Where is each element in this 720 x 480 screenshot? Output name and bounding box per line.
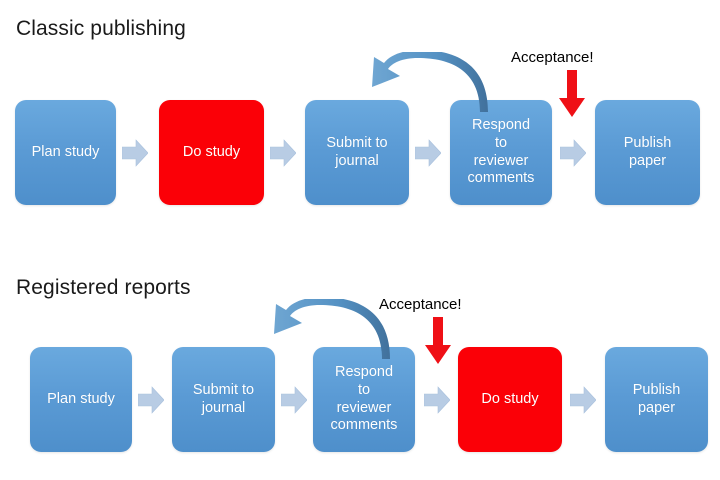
node-submit-to-journal-registered[interactable]: Submit to journal [172,347,275,452]
connector-arrow-icon [560,138,586,168]
connector-arrow-icon [138,385,164,415]
node-plan-study-registered[interactable]: Plan study [30,347,132,452]
node-plan-study-classic[interactable]: Plan study [15,100,116,205]
node-label: Respond to reviewer comments [467,117,535,187]
connector-arrow-icon [570,385,596,415]
node-label: Submit to journal [192,381,255,416]
acceptance-down-arrow-icon [558,70,586,118]
connector-arrow-icon [122,138,148,168]
acceptance-label: Acceptance! [511,49,594,66]
node-publish-paper-classic[interactable]: Publish paper [595,100,700,205]
node-label: Do study [481,390,539,407]
connector-arrow-icon [424,385,450,415]
section-title-classic-publishing: Classic publishing [16,17,186,40]
node-label: Plan study [31,143,100,160]
node-label: Respond to reviewer comments [330,364,398,434]
section-title-registered-reports: Registered reports [16,276,191,299]
loopback-curved-arrow-icon [358,52,488,114]
loopback-curved-arrow-icon [260,299,390,361]
acceptance-down-arrow-icon [424,317,452,365]
node-label: Publish paper [623,134,672,169]
node-submit-to-journal-classic[interactable]: Submit to journal [305,100,409,205]
node-respond-to-reviewer-comments-classic[interactable]: Respond to reviewer comments [450,100,552,205]
node-label: Plan study [47,390,115,407]
node-label: Submit to journal [326,134,388,169]
connector-arrow-icon [270,138,296,168]
node-do-study-classic[interactable]: Do study [159,100,264,205]
node-label: Publish paper [632,381,681,416]
node-do-study-registered[interactable]: Do study [458,347,562,452]
node-publish-paper-registered[interactable]: Publish paper [605,347,708,452]
connector-arrow-icon [281,385,307,415]
node-label: Do study [182,143,241,160]
connector-arrow-icon [415,138,441,168]
node-respond-to-reviewer-comments-registered[interactable]: Respond to reviewer comments [313,347,415,452]
acceptance-label: Acceptance! [379,296,462,313]
